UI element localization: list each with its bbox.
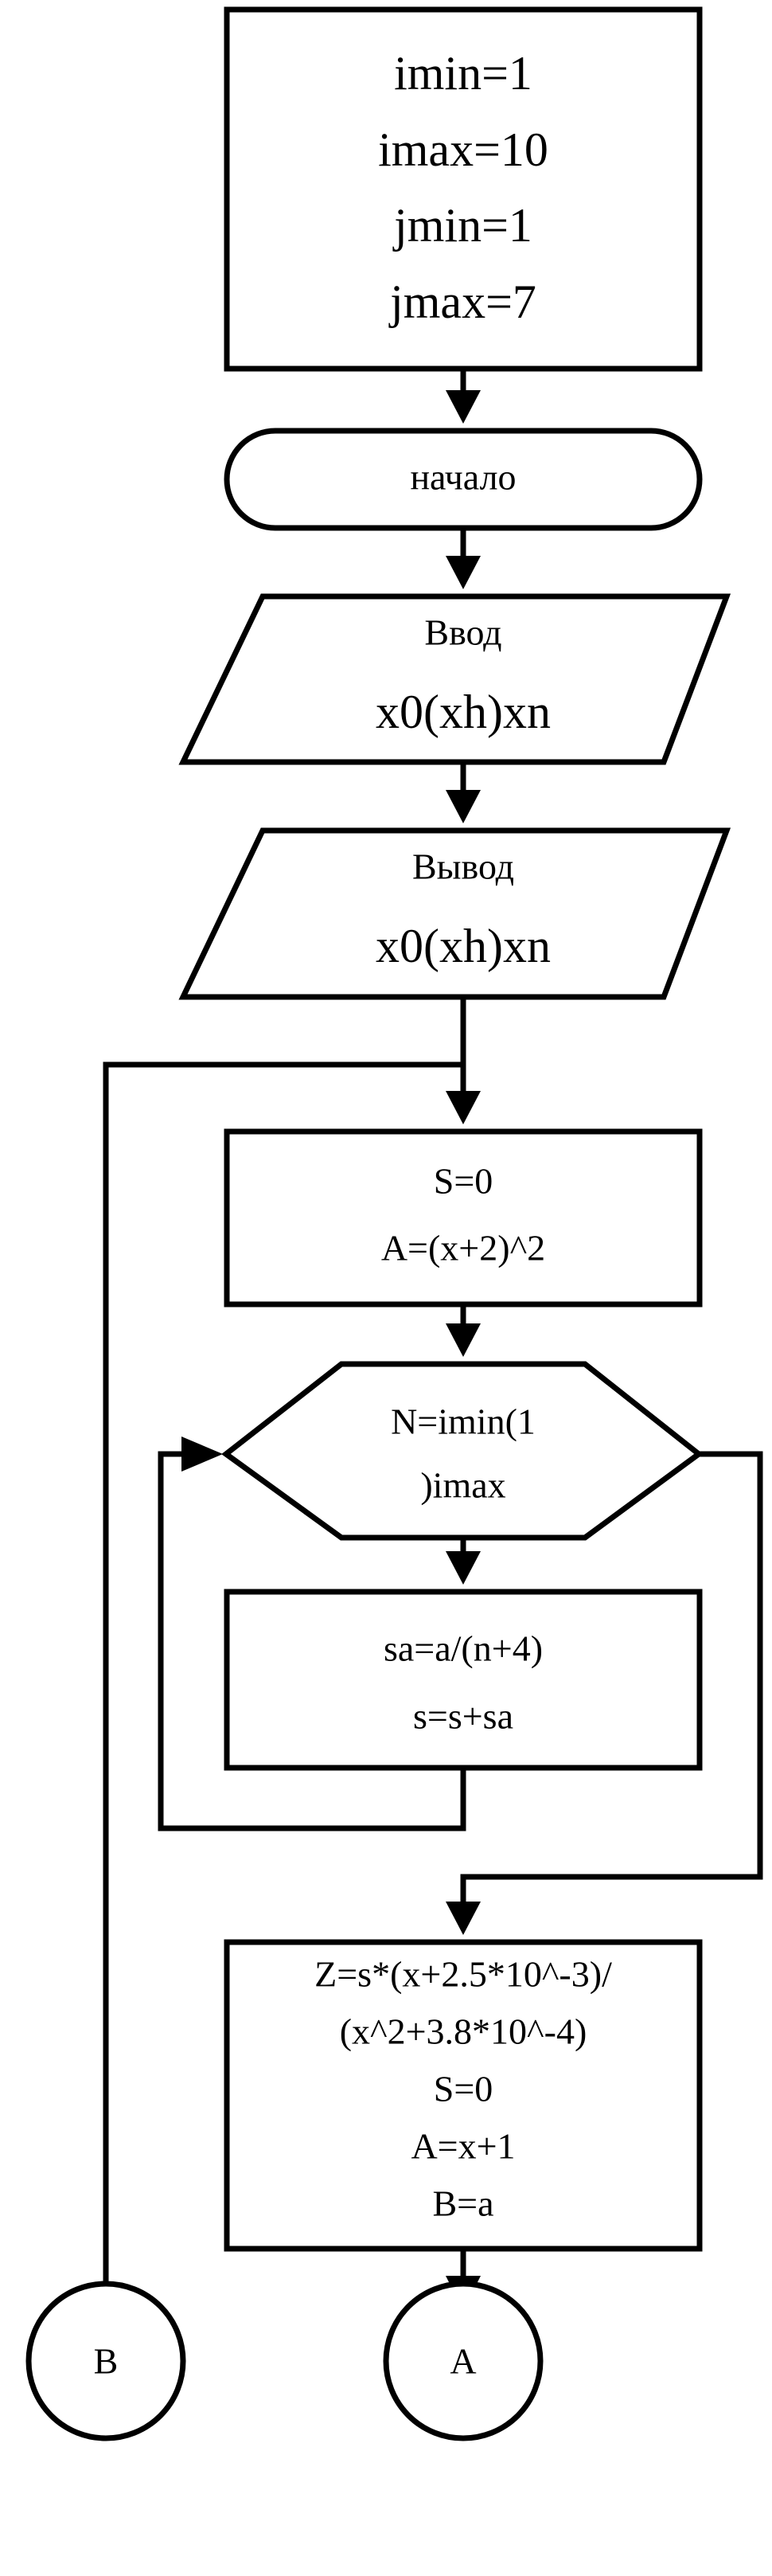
compute-line: (x^2+3.8*10^-4): [340, 2011, 587, 2052]
flow-lines: [103, 369, 763, 2284]
input-block: Ввод x0(xh)xn: [178, 593, 731, 765]
loop-body-line: sa=a/(n+4): [384, 1628, 543, 1669]
init-process: S=0 A=(x+2)^2: [224, 1128, 703, 1308]
arrowhead-body: [446, 1551, 481, 1585]
compute-line: S=0: [434, 2069, 493, 2109]
line-return-b-to-init: [103, 1061, 463, 2284]
connector-a: A: [383, 2281, 544, 2441]
line-loop-exit: [460, 1451, 763, 1907]
compute-line: A=x+1: [411, 2126, 515, 2167]
compute-process: Z=s*(x+2.5*10^-3)/ (x^2+3.8*10^-4) S=0 A…: [224, 1939, 703, 2252]
line-loop-back: [158, 1451, 466, 1831]
loop-line: )imax: [420, 1465, 505, 1506]
loop-block: N=imin(1 )imax: [221, 1361, 704, 1541]
compute-line: B=a: [432, 2183, 493, 2224]
arrowhead-compute: [446, 1902, 481, 1935]
init-line: S=0: [434, 1161, 493, 1202]
loop-line: N=imin(1: [391, 1401, 536, 1442]
connector-a-label: A: [450, 2341, 476, 2382]
input-value: x0(xh)xn: [376, 686, 551, 738]
init-line: A=(x+2)^2: [381, 1228, 545, 1268]
arrowhead-output: [446, 790, 481, 823]
loop-body-process: sa=a/(n+4) s=s+sa: [224, 1589, 703, 1771]
arrowhead-input: [446, 556, 481, 589]
arrowhead-loop: [446, 1323, 481, 1357]
start-terminal: начало: [224, 428, 703, 531]
constants-block: imin=1 imax=10 jmin=1 jmax=7: [224, 6, 703, 372]
output-value: x0(xh)xn: [376, 920, 551, 972]
start-label: начало: [410, 457, 516, 498]
output-block: Вывод x0(xh)xn: [178, 827, 731, 1000]
arrowhead-loop-back: [181, 1437, 223, 1472]
arrowhead-start: [446, 390, 481, 424]
constants-line: imin=1: [394, 47, 532, 100]
connector-b-label: B: [94, 2341, 119, 2382]
arrowhead-init: [446, 1091, 481, 1124]
constants-line: jmin=1: [392, 199, 532, 252]
constants-line: imax=10: [378, 123, 548, 176]
compute-line: Z=s*(x+2.5*10^-3)/: [314, 1954, 612, 1995]
input-label: Ввод: [424, 612, 501, 653]
connector-b: B: [25, 2281, 186, 2441]
loop-body-line: s=s+sa: [413, 1696, 513, 1737]
constants-line: jmax=7: [388, 276, 536, 328]
output-label: Вывод: [412, 846, 514, 887]
